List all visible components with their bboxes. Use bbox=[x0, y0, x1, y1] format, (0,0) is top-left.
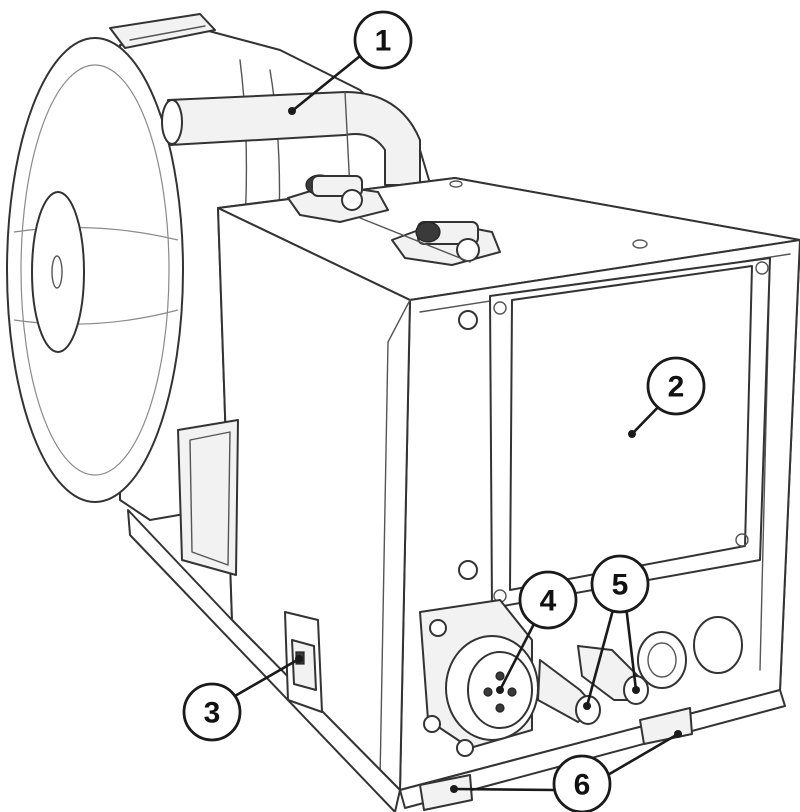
leader-5a bbox=[585, 604, 616, 708]
callout-1: 1 bbox=[353, 10, 413, 70]
socket-bolt-2 bbox=[423, 715, 441, 733]
spool-top-clip-edge bbox=[129, 25, 206, 41]
side-inspection-window bbox=[177, 419, 239, 576]
switch-rocker bbox=[291, 639, 317, 691]
handle-end-cap bbox=[161, 99, 183, 145]
callout-leaders bbox=[226, 50, 682, 793]
handle-bar bbox=[167, 91, 421, 186]
leader-2-dot bbox=[628, 430, 636, 438]
leader-3 bbox=[226, 657, 301, 702]
callout-2-label: 2 bbox=[668, 371, 685, 404]
spool-seam-upper bbox=[13, 226, 179, 241]
callout-4: 4 bbox=[518, 570, 578, 630]
callout-2: 2 bbox=[646, 356, 706, 416]
socket-pin-3 bbox=[507, 687, 517, 697]
top-bolt-1 bbox=[449, 180, 463, 188]
callout-3: 3 bbox=[182, 682, 242, 742]
leader-6a bbox=[452, 787, 557, 792]
base-skid bbox=[127, 509, 401, 812]
socket-bolt-1 bbox=[429, 619, 447, 637]
socket-pin-4 bbox=[495, 703, 505, 713]
leader-6b bbox=[604, 732, 680, 778]
callout-4-label: 4 bbox=[540, 585, 557, 618]
foot-left bbox=[419, 774, 473, 811]
coupling-left-tip bbox=[575, 695, 601, 725]
callout-3-label: 3 bbox=[204, 697, 221, 730]
clamp-2-knob bbox=[415, 221, 441, 243]
side-screw-bottom bbox=[458, 560, 478, 580]
front-panel-door bbox=[509, 265, 753, 591]
cabinet-edge-bevel bbox=[387, 299, 411, 343]
callout-badges: 1 2 3 4 5 6 bbox=[182, 10, 706, 812]
carry-handle bbox=[161, 91, 421, 191]
top-bolt-2 bbox=[632, 239, 648, 249]
clamp-1-roller bbox=[341, 189, 363, 211]
callout-5-label: 5 bbox=[612, 569, 629, 602]
leader-4-dot bbox=[496, 686, 504, 694]
panel-screw-3 bbox=[735, 533, 749, 547]
socket-pin-2 bbox=[483, 687, 493, 697]
spool-seam-lower bbox=[13, 309, 179, 325]
handle-post bbox=[344, 91, 351, 191]
panel-screw-1 bbox=[493, 301, 507, 315]
panel-screw-2 bbox=[755, 261, 769, 275]
leader-3-dot bbox=[295, 655, 303, 663]
leader-5b-dot bbox=[632, 686, 640, 694]
spool-disc-rim bbox=[20, 64, 170, 476]
socket-bolt-3 bbox=[456, 739, 474, 757]
side-screw-top bbox=[458, 310, 478, 330]
callout-6-label: 6 bbox=[574, 769, 591, 802]
spool-center-hole bbox=[51, 255, 63, 289]
feed-clamps bbox=[287, 174, 648, 266]
plug-port-1-inner bbox=[647, 642, 677, 678]
leader-6b-dot bbox=[674, 730, 682, 738]
cabinet-edge bbox=[379, 341, 389, 781]
plug-port-2 bbox=[693, 616, 743, 674]
leader-5a-dot bbox=[583, 702, 591, 710]
leader-1 bbox=[290, 50, 367, 113]
socket-pin-1 bbox=[495, 671, 505, 681]
leader-1-dot bbox=[288, 107, 296, 115]
leader-4 bbox=[498, 618, 538, 692]
connectors bbox=[419, 599, 743, 757]
power-switch bbox=[284, 611, 323, 713]
spool-hub bbox=[31, 191, 85, 353]
spool-disc bbox=[6, 37, 184, 503]
callout-6: 6 bbox=[552, 754, 612, 812]
callout-1-label: 1 bbox=[375, 25, 392, 58]
leader-6a-dot bbox=[450, 785, 458, 793]
plug-port-1 bbox=[637, 631, 687, 689]
callout-5: 5 bbox=[590, 554, 650, 614]
side-window-inner bbox=[189, 431, 231, 566]
leader-5b bbox=[624, 604, 638, 692]
wire-guide bbox=[359, 217, 471, 263]
